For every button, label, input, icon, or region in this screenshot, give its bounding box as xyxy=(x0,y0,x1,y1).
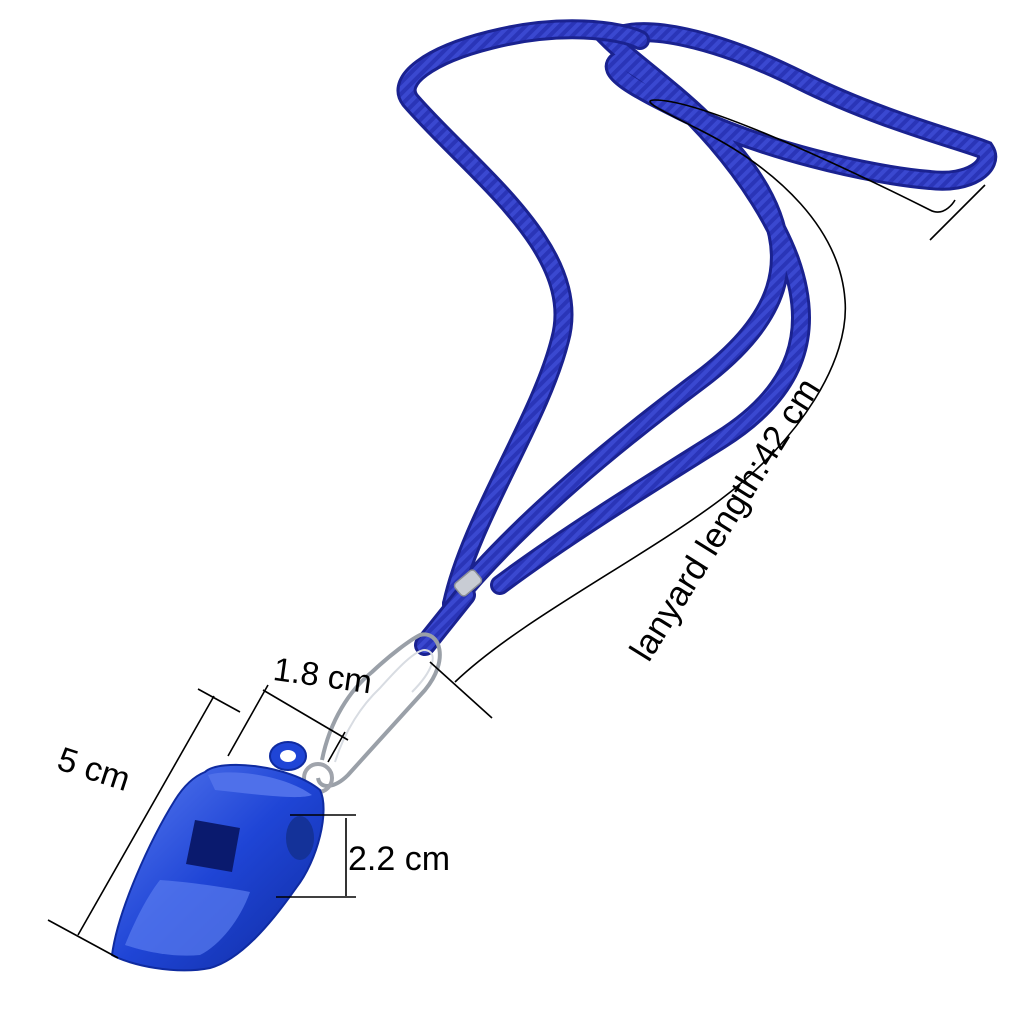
metal-clip xyxy=(316,632,442,788)
whistle-thickness-label: 2.2 cm xyxy=(348,840,451,878)
whistle xyxy=(110,741,325,972)
dimension-lines xyxy=(47,99,986,959)
lanyard-ferrule xyxy=(453,569,483,597)
